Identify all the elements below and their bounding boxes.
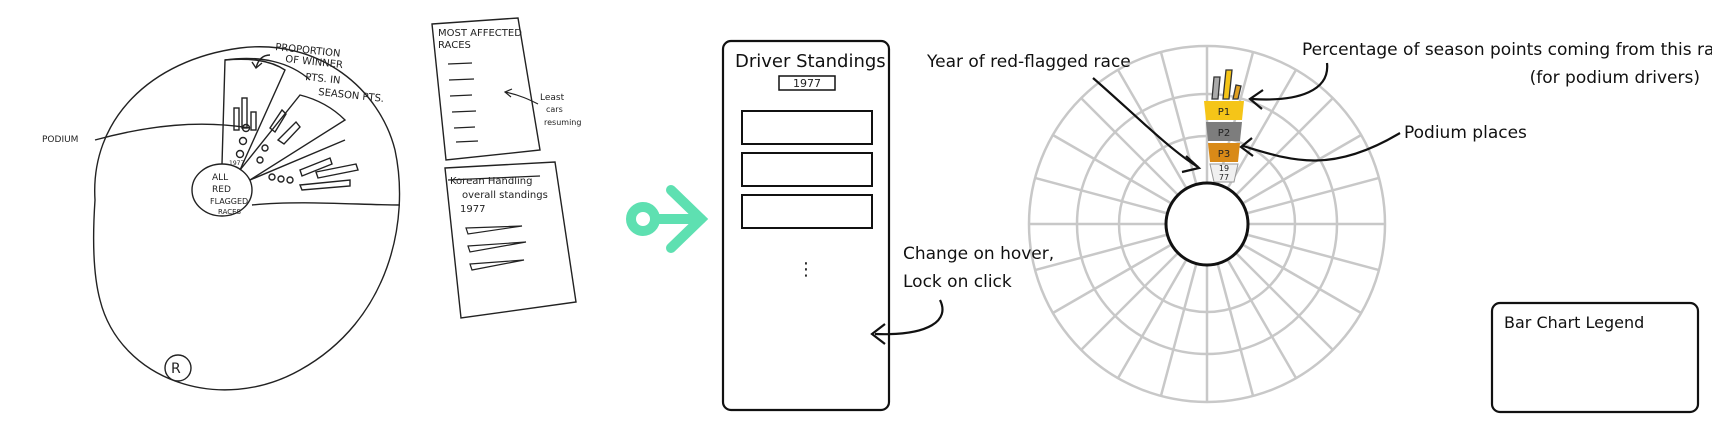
radial-spoke — [1159, 263, 1198, 397]
sketch-signature-initial: R — [171, 361, 181, 377]
podium-segment: P1 P2 P3 19 77 — [1204, 69, 1244, 183]
legend-title: Bar Chart Legend — [1504, 313, 1645, 332]
radial-spoke — [1235, 252, 1334, 351]
radial-spoke — [1080, 97, 1179, 196]
annotation-arrows — [1092, 62, 1401, 174]
legend-box — [1490, 301, 1700, 414]
percentage-annotation-line1: Percentage of season points coming from … — [1302, 40, 1712, 60]
hand-sketch-card-bottom: Korean Handling overall standings 1977 — [444, 161, 577, 319]
radial-center-circle — [1164, 181, 1250, 267]
radial-spoke — [1241, 133, 1362, 205]
card-bottom-title: 1977 — [460, 204, 485, 215]
hover-annotation-line2: Lock on click — [903, 272, 1012, 292]
radial-spoke — [1235, 97, 1334, 196]
radial-spoke — [1052, 133, 1173, 205]
radial-spoke — [1052, 243, 1173, 315]
card-top-note: Least — [540, 93, 565, 103]
sketch-year-label: 1977 — [229, 160, 244, 167]
percentage-bar — [1222, 69, 1233, 100]
transition-arrow-icon — [626, 185, 709, 253]
hover-arrow — [874, 299, 944, 336]
sketch-title-line: PTS. IN — [305, 72, 341, 87]
hover-annotation-line1: Change on hover, — [903, 244, 1055, 264]
card-top-note: resuming — [544, 118, 581, 127]
radial-spoke — [1080, 252, 1179, 351]
radial-spoke — [1034, 176, 1168, 215]
card-top-title: RACES — [438, 40, 471, 51]
radial-spoke — [1116, 258, 1188, 379]
radial-spoke — [1246, 176, 1380, 215]
card-top-title: MOST AFFECTED — [438, 28, 522, 39]
radial-spoke — [1226, 69, 1298, 190]
card-bottom-struck-title: Korean Handling — [450, 176, 532, 187]
standing-slot — [741, 110, 873, 145]
podium-places-annotation: Podium places — [1404, 123, 1527, 143]
standing-slot — [741, 152, 873, 187]
place-label-p1: P1 — [1218, 107, 1230, 118]
radial-spoke — [1034, 233, 1168, 272]
place-label-p2: P2 — [1218, 128, 1230, 139]
percentage-annotation-line2: (for podium drivers) — [1529, 68, 1700, 88]
radial-spoke — [1246, 233, 1380, 272]
segment-year-bottom: 77 — [1219, 173, 1229, 182]
segment-year-top: 19 — [1219, 164, 1229, 173]
hand-sketch-radial — [92, 46, 401, 391]
sketch-center-line: RACES — [218, 208, 242, 216]
sketch-center-line: FLAGGED — [210, 197, 248, 206]
standings-ellipsis: ⋮ — [797, 259, 815, 280]
sketch-center-line: ALL — [212, 173, 228, 183]
hand-sketch-card-top: MOST AFFECTED RACES Least cars resuming — [431, 17, 581, 161]
sketch-podium-label: PODIUM — [42, 135, 78, 145]
percentage-bar — [1232, 84, 1242, 100]
radial-spoke — [1216, 263, 1255, 397]
place-label-p3: P3 — [1218, 149, 1230, 160]
standings-title: Driver Standings — [735, 51, 886, 72]
year-race-annotation: Year of red-flagged race — [927, 52, 1131, 72]
card-bottom-title: overall standings — [462, 190, 548, 201]
standing-slot — [741, 194, 873, 229]
driver-standings-panel: 1977 ⋮ — [721, 39, 891, 412]
hand-sketch-text: PROPORTION OF WINNER PTS. IN SEASON PTS.… — [42, 42, 385, 377]
radial-spoke — [1116, 69, 1188, 190]
card-top-note: cars — [546, 105, 563, 114]
radial-spoke — [1241, 243, 1362, 315]
sketch-title-line: SEASON PTS. — [318, 87, 385, 105]
sketch-center-line: RED — [212, 185, 231, 195]
radial-spoke — [1159, 51, 1198, 185]
standings-year: 1977 — [793, 77, 821, 90]
radial-spoke — [1226, 258, 1298, 379]
percentage-bar — [1211, 76, 1221, 100]
